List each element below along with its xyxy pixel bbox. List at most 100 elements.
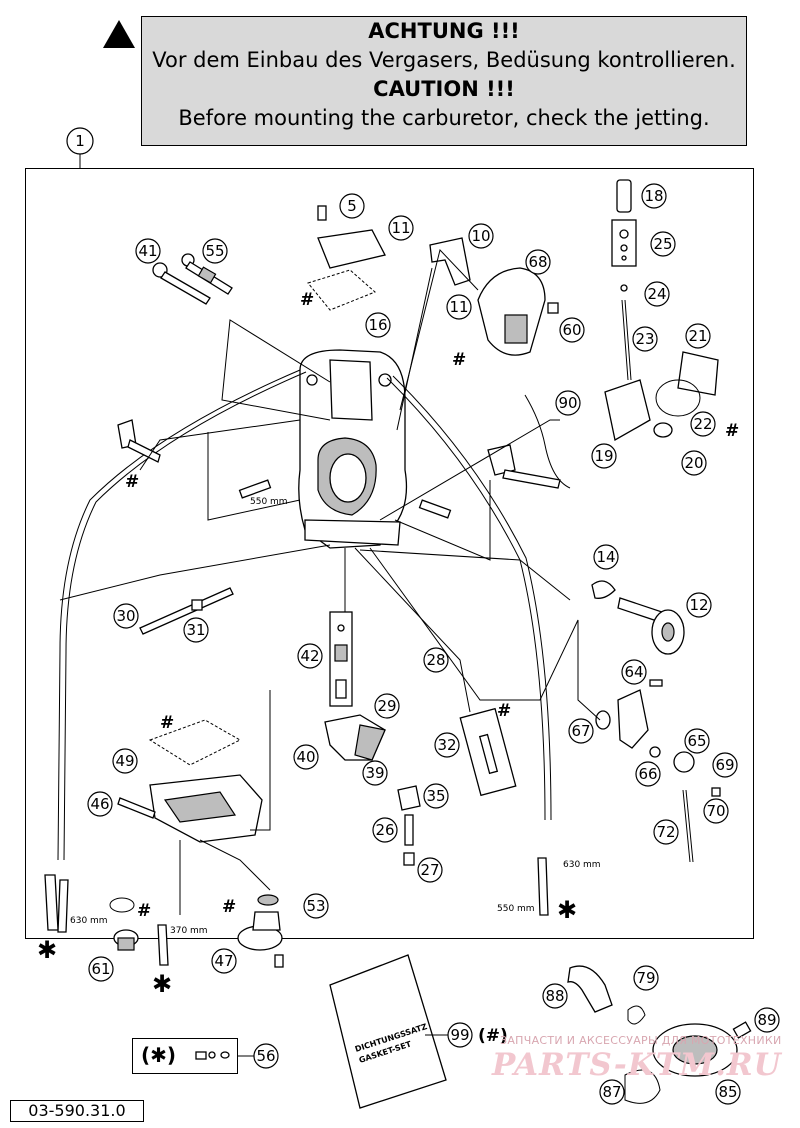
callout: 14 — [593, 544, 619, 570]
length-label: 370 mm — [170, 926, 208, 936]
hash-marker: # — [300, 290, 314, 310]
callout: 12 — [686, 592, 712, 618]
star-marker: ✱ — [557, 896, 577, 924]
caution-text-de: Vor dem Einbau des Vergasers, Bedüsung k… — [152, 48, 736, 72]
vent-hose-left — [57, 369, 301, 861]
svg-text:29: 29 — [377, 697, 396, 715]
svg-text:21: 21 — [688, 327, 707, 345]
hash-marker: # — [725, 421, 739, 441]
svg-text:11: 11 — [449, 298, 468, 316]
svg-text:18: 18 — [644, 187, 663, 205]
callout: 67 — [568, 718, 594, 744]
callout: 89 — [754, 1007, 780, 1033]
svg-text:69: 69 — [715, 756, 734, 774]
hash-marker: # — [125, 472, 139, 492]
star-markers: ✱ ✱ ✱ — [37, 896, 577, 998]
svg-text:28: 28 — [426, 651, 445, 669]
gasket-set-marker: (#) — [478, 1026, 508, 1046]
caution-heading-en: CAUTION !!! — [373, 77, 515, 101]
callout: 25 — [650, 231, 676, 257]
svg-text:25: 25 — [653, 235, 672, 253]
callout: 72 — [653, 819, 679, 845]
hash-marker: # — [452, 350, 466, 370]
callout: 21 — [685, 323, 711, 349]
callout: 30 — [113, 603, 139, 629]
throttle-spring — [591, 580, 616, 599]
svg-text:68: 68 — [528, 253, 547, 271]
leader-lines — [59, 248, 601, 915]
top-cover — [317, 229, 386, 269]
callout: 85 — [715, 1079, 741, 1105]
svg-text:65: 65 — [687, 732, 706, 750]
svg-text:61: 61 — [91, 960, 110, 978]
callout: 47 — [211, 948, 237, 974]
svg-text:55: 55 — [205, 242, 224, 260]
warning-triangle-icon — [103, 20, 135, 48]
callout: 42 — [297, 643, 323, 669]
callout: 26 — [372, 817, 398, 843]
callout: 53 — [303, 893, 329, 919]
callout: 27 — [417, 857, 443, 883]
callout: 61 — [88, 956, 114, 982]
callout: 18 — [641, 183, 667, 209]
svg-text:53: 53 — [306, 897, 325, 915]
svg-text:72: 72 — [656, 823, 675, 841]
svg-text:66: 66 — [638, 765, 657, 783]
svg-text:87: 87 — [602, 1083, 621, 1101]
svg-text:31: 31 — [186, 621, 205, 639]
length-label: 630 mm — [70, 916, 108, 926]
callouts: 5 11 10 68 11 60 41 55 16 18 25 24 23 21… — [87, 183, 780, 1105]
callout: 28 — [423, 647, 449, 673]
length-label: 550 mm — [250, 497, 288, 507]
svg-text:40: 40 — [296, 748, 315, 766]
callout: 23 — [632, 326, 658, 352]
svg-text:24: 24 — [647, 285, 666, 303]
svg-text:22: 22 — [693, 415, 712, 433]
star-kit-part-number: 56 — [256, 1047, 275, 1065]
callout: 16 — [365, 312, 391, 338]
callout: 39 — [362, 760, 388, 786]
svg-text:5: 5 — [347, 197, 357, 215]
caution-box: ACHTUNG !!! Vor dem Einbau des Vergasers… — [141, 16, 747, 146]
callout: 40 — [293, 744, 319, 770]
callout: 55 — [202, 238, 228, 264]
svg-text:39: 39 — [365, 764, 384, 782]
length-label: 550 mm — [497, 904, 535, 914]
svg-text:20: 20 — [684, 454, 703, 472]
svg-text:79: 79 — [636, 969, 655, 987]
svg-text:64: 64 — [624, 663, 643, 681]
star-marker: ✱ — [37, 936, 57, 964]
hash-markers: # # # # # # # # — [125, 290, 739, 921]
callout: 19 — [591, 443, 617, 469]
hash-marker: # — [497, 701, 511, 721]
svg-text:12: 12 — [689, 596, 708, 614]
carburetor-body — [298, 349, 408, 549]
svg-text:27: 27 — [420, 861, 439, 879]
callout: 70 — [703, 798, 729, 824]
svg-text:10: 10 — [471, 227, 490, 245]
pump-rod — [616, 179, 632, 213]
callout: 60 — [559, 317, 585, 343]
gasket-set-part: 99 — [450, 1026, 469, 1044]
callout: 10 — [468, 223, 494, 249]
caution-text-en: Before mounting the carburetor, check th… — [178, 106, 710, 130]
callout: 90 — [555, 390, 581, 416]
callout: 24 — [644, 281, 670, 307]
callout: 87 — [599, 1079, 625, 1105]
callout: 41 — [135, 238, 161, 264]
callout: 32 — [434, 732, 460, 758]
callout: 88 — [542, 983, 568, 1009]
svg-text:46: 46 — [90, 795, 109, 813]
svg-text:60: 60 — [562, 321, 581, 339]
callout: 64 — [621, 659, 647, 685]
svg-text:11: 11 — [391, 219, 410, 237]
hash-marker: # — [160, 713, 174, 733]
callout: 65 — [684, 728, 710, 754]
gasket-set: DICHTUNGSSATZ GASKET-SET 99 (#) — [329, 954, 508, 1109]
pump-cover — [677, 351, 719, 396]
intake-parts — [567, 965, 752, 1104]
svg-text:90: 90 — [558, 394, 577, 412]
idle-screws — [152, 253, 233, 305]
callout: 68 — [525, 249, 551, 275]
